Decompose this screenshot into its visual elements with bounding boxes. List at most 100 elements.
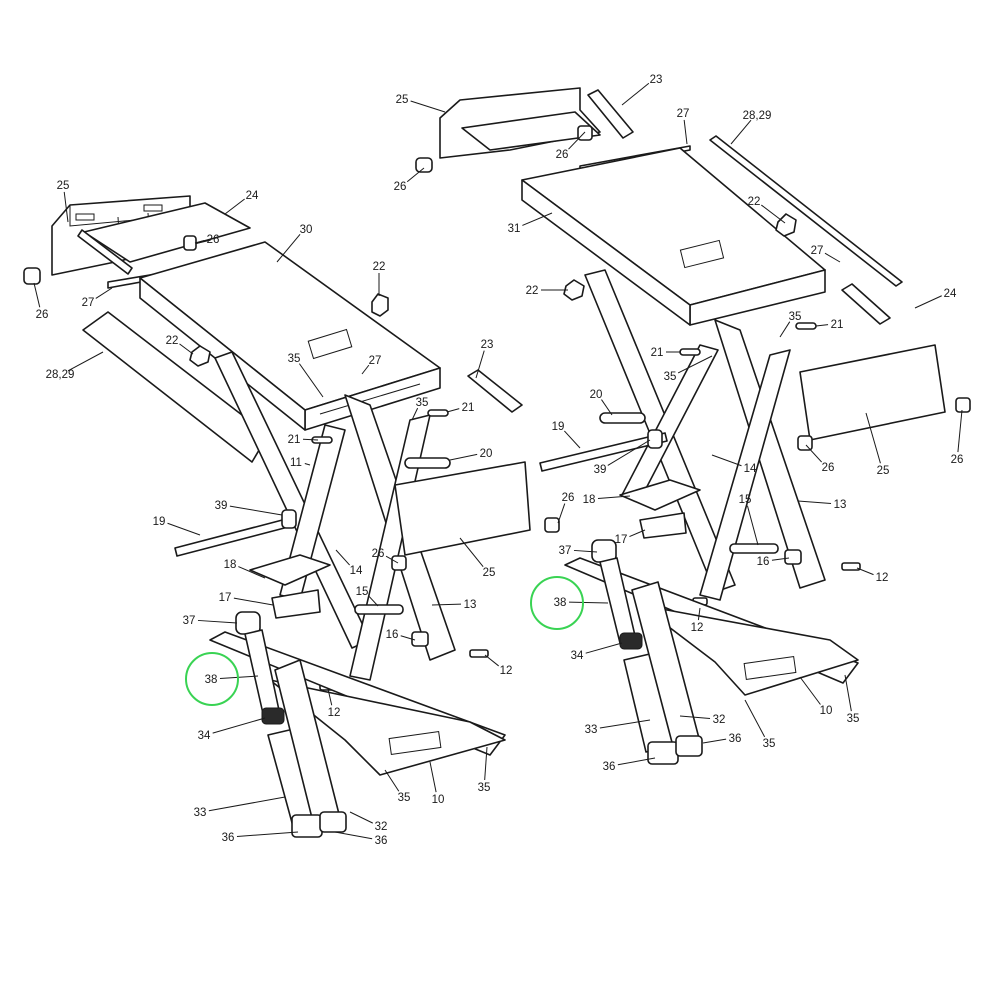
leader-l-26g bbox=[805, 444, 823, 463]
left-assembly bbox=[23, 195, 531, 838]
part-18-bracket bbox=[249, 554, 331, 586]
leader-l-37b bbox=[573, 549, 598, 553]
part-24-crossbar-top bbox=[461, 111, 601, 151]
part-26-roller-d bbox=[577, 125, 593, 141]
callout-l-25b: 25 bbox=[483, 567, 496, 579]
part-26-roller-e bbox=[415, 157, 433, 173]
callout-l-36b: 36 bbox=[375, 835, 388, 847]
part-16-pin bbox=[411, 631, 429, 647]
callout-l-35b: 35 bbox=[416, 397, 429, 409]
leader-l-12d bbox=[697, 607, 701, 621]
leader-l-16b bbox=[771, 557, 790, 561]
leader-l-17a bbox=[233, 597, 274, 606]
leader-l-25d bbox=[865, 412, 881, 464]
callout-l-14a: 14 bbox=[350, 565, 363, 577]
leader-l-21b bbox=[302, 438, 319, 441]
callout-l-26e: 26 bbox=[394, 181, 407, 193]
hl-38-left bbox=[185, 652, 239, 706]
part-30-platform bbox=[139, 241, 441, 431]
callout-l-17b: 17 bbox=[615, 534, 628, 546]
callout-l-38a: 38 bbox=[205, 674, 218, 686]
leader-l-35h bbox=[744, 699, 766, 738]
part-21-pin-c bbox=[795, 322, 817, 330]
leader-l-33a bbox=[208, 796, 286, 812]
callout-l-16b: 16 bbox=[757, 556, 770, 568]
callout-l-25d: 25 bbox=[877, 465, 890, 477]
part-15-pin-right bbox=[729, 543, 779, 554]
part-24-crossbar bbox=[83, 202, 251, 263]
part-13-scissor-leg-g bbox=[714, 319, 826, 589]
callout-l-35h: 35 bbox=[763, 738, 776, 750]
part-26-roller-h bbox=[544, 517, 560, 533]
callout-l-15b: 15 bbox=[739, 494, 752, 506]
part-26-roller-c bbox=[391, 555, 407, 571]
leader-l-27c bbox=[683, 119, 688, 145]
callout-l-35c: 35 bbox=[398, 792, 411, 804]
part-39-bushing-right bbox=[647, 429, 663, 449]
leader-l-26e bbox=[406, 167, 425, 183]
leader-l-12a bbox=[484, 654, 499, 667]
leader-l-39b bbox=[607, 439, 651, 466]
part-23-bar bbox=[467, 369, 523, 413]
leader-l-28a bbox=[67, 351, 104, 372]
part-25-tray-right bbox=[799, 344, 946, 441]
part-19-rod bbox=[174, 517, 293, 557]
part-22-nut-d bbox=[563, 279, 585, 301]
callout-l-37a: 37 bbox=[183, 615, 196, 627]
callout-l-14b: 14 bbox=[744, 463, 757, 475]
callout-l-20a: 20 bbox=[480, 448, 493, 460]
part-17-clamp-right bbox=[639, 512, 687, 539]
leader-l-20b bbox=[601, 399, 613, 416]
part-38-cylinder-rod-right bbox=[599, 557, 637, 644]
leader-l-10a bbox=[429, 761, 437, 793]
callout-l-35d: 35 bbox=[478, 782, 491, 794]
callout-l-34a: 34 bbox=[198, 730, 211, 742]
leader-l-38b bbox=[568, 601, 609, 604]
leader-l-38a bbox=[219, 675, 259, 680]
part-26-roller-g bbox=[797, 435, 813, 451]
leader-l-27d bbox=[824, 252, 841, 263]
callout-l-34b: 34 bbox=[571, 650, 584, 662]
part-26-roller-f bbox=[955, 397, 971, 413]
highlight-circles bbox=[185, 576, 584, 706]
hl-38-right bbox=[530, 576, 584, 630]
leader-l-14a bbox=[335, 549, 351, 566]
callout-l-23a: 23 bbox=[481, 339, 494, 351]
callout-l-22b: 22 bbox=[166, 335, 179, 347]
part-17-clamp bbox=[271, 589, 321, 619]
callout-l-22a: 22 bbox=[373, 261, 386, 273]
leader-l-13b bbox=[797, 500, 832, 504]
callout-l-24b: 24 bbox=[944, 288, 957, 300]
leader-l-16a bbox=[400, 635, 416, 641]
callout-l-13b: 13 bbox=[834, 499, 847, 511]
leader-l-21a bbox=[446, 408, 460, 413]
part-39-bushing bbox=[281, 509, 297, 529]
leader-l-20a bbox=[449, 453, 478, 461]
callout-l-16a: 16 bbox=[386, 629, 399, 641]
callout-l-24a: 24 bbox=[246, 190, 259, 202]
leader-l-35e bbox=[779, 321, 791, 338]
callout-l-30: 30 bbox=[300, 224, 313, 236]
part-24-bar-right bbox=[841, 283, 891, 325]
part-36-endcap-c bbox=[647, 741, 679, 765]
callout-l-38b: 38 bbox=[554, 597, 567, 609]
callout-l-35a: 35 bbox=[288, 353, 301, 365]
part-26-roller-b bbox=[23, 267, 41, 285]
callout-l-25c: 25 bbox=[396, 94, 409, 106]
callout-l-10a: 10 bbox=[432, 794, 445, 806]
callout-l-19a: 19 bbox=[153, 516, 166, 528]
callout-l-15a: 15 bbox=[356, 586, 369, 598]
part-20-pin-right bbox=[599, 412, 646, 424]
leader-l-37a bbox=[197, 619, 238, 624]
part-28-29-rail bbox=[709, 135, 903, 287]
leader-l-34a bbox=[212, 717, 266, 734]
leader-l-12c bbox=[856, 567, 874, 576]
part-18-bracket-right bbox=[619, 479, 701, 511]
callout-l-26a: 26 bbox=[207, 234, 220, 246]
leader-l-21c bbox=[815, 324, 829, 327]
part-12-bolt-c bbox=[841, 562, 861, 571]
leader-l-36b bbox=[334, 831, 373, 840]
part-22-nut-b bbox=[189, 345, 211, 367]
callout-l-26c: 26 bbox=[372, 548, 385, 560]
leader-l-36d bbox=[617, 757, 656, 766]
